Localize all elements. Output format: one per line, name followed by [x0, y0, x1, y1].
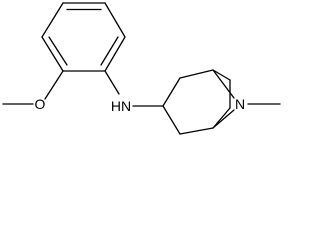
benzene-ring	[41, 2, 126, 72]
bond-ring-oxygen	[44, 70, 64, 100]
oxygen-label: O	[35, 96, 46, 112]
ring-bond	[41, 36, 64, 72]
ring-bond	[179, 127, 214, 135]
bond-ring-nitrogen	[104, 70, 120, 95]
ring-bond	[179, 69, 214, 79]
ring-bond	[41, 2, 64, 38]
ring-double-bond	[48, 36, 68, 66]
ring-bond	[162, 105, 181, 135]
bridge-bond	[212, 109, 235, 129]
ring-bond	[162, 77, 181, 107]
amine-link: HN	[104, 70, 164, 114]
bicyclic-core: N	[162, 69, 281, 135]
ring-bond	[104, 2, 126, 38]
ring-bond	[212, 107, 231, 129]
bridge-bond	[212, 69, 235, 99]
ring-double-bond	[100, 36, 119, 66]
ring-bond	[104, 36, 126, 72]
amine-label: HN	[111, 98, 131, 114]
ring-bond	[212, 69, 231, 81]
structure-diagram: O HN N	[2, 2, 281, 135]
bridge-nitrogen-label: N	[235, 96, 245, 112]
methoxy-group: O	[2, 70, 64, 112]
